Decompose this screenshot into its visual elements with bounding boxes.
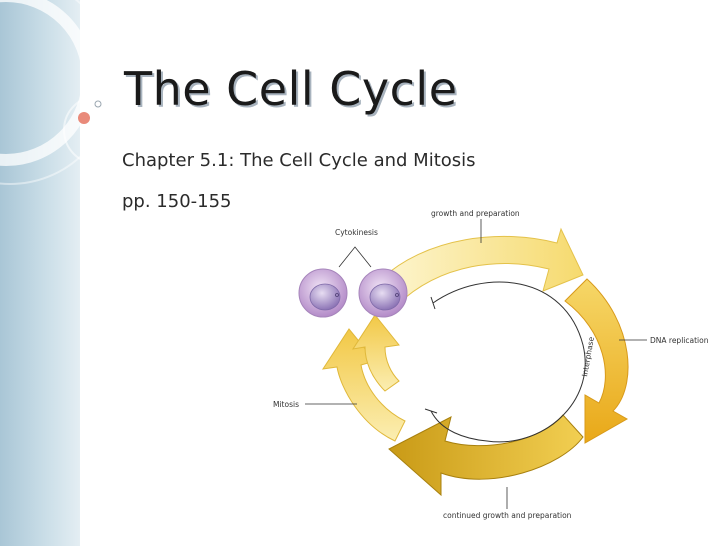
page-range: pp. 150-155 [122, 191, 232, 212]
daughter-cell-left-icon [298, 268, 348, 318]
mitosis-arrow-left [321, 328, 406, 442]
cytokinesis-label: Cytokinesis [335, 228, 378, 237]
continued-growth-label: continued growth and preparation [443, 511, 572, 520]
slide-title: The Cell Cycle [124, 62, 458, 116]
interphase-arc [430, 281, 586, 443]
mitosis-label: Mitosis [273, 400, 299, 409]
chapter-subtitle: Chapter 5.1: The Cell Cycle and Mitosis [122, 150, 476, 171]
growth-arrow [376, 227, 584, 306]
dna-replication-arrow [564, 278, 629, 444]
continued-growth-arrow [388, 414, 584, 497]
accent-dot-icon [78, 112, 90, 124]
cell-cycle-diagram: Cytokinesis growth and preparation DNA r… [273, 209, 709, 520]
growth-label: growth and preparation [431, 209, 520, 218]
cytokinesis-leader [338, 246, 372, 268]
decorative-circles [0, 0, 133, 185]
daughter-cell-right-icon [358, 268, 408, 318]
decorative-side-bar [0, 0, 80, 546]
dna-replication-label: DNA replication [650, 336, 709, 345]
mitosis-arrow-right [351, 314, 400, 392]
